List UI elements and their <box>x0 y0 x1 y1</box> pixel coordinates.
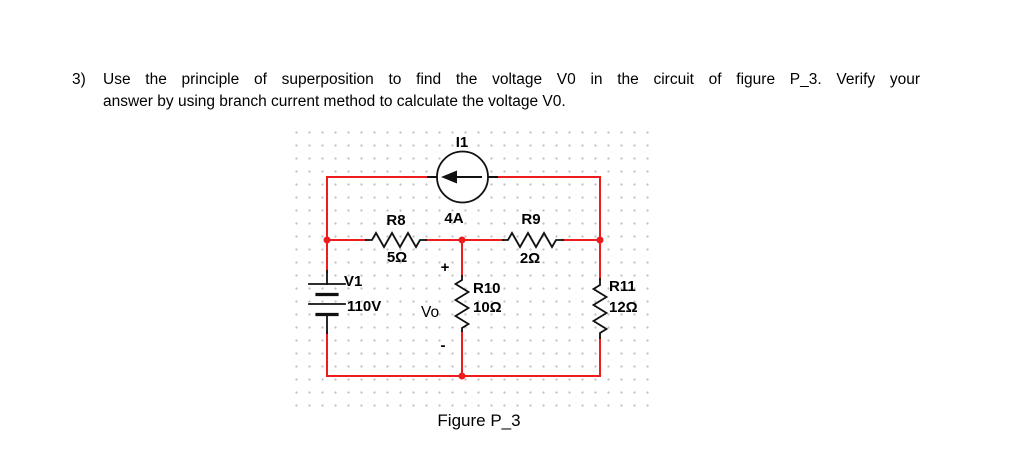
wire-top-left <box>326 176 434 273</box>
component-symbols <box>308 150 609 339</box>
r11-value-label: 12Ω <box>609 299 638 316</box>
problem-number: 3) <box>72 71 86 88</box>
current-source-arrowhead <box>441 170 457 184</box>
r9-value-label: 2Ω <box>520 250 540 267</box>
component-labels: I1 4A R8 5Ω R9 2Ω V1 110V R10 10Ω R11 12… <box>344 134 638 354</box>
current-source-value-label: 4A <box>444 210 463 227</box>
r9-name-label: R9 <box>521 211 540 228</box>
v1-name-label: V1 <box>344 273 362 290</box>
node-bottom <box>458 372 466 380</box>
problem-statement: 3) Use the principle of superposition to… <box>72 69 920 113</box>
current-source-name-label: I1 <box>456 134 469 151</box>
vo-plus-sign: + <box>441 259 450 276</box>
figure-caption: Figure P_3 <box>437 411 521 430</box>
node-center <box>458 236 466 244</box>
problem-text-line2: answer by using branch current method to… <box>103 93 566 110</box>
vo-label: Vo <box>421 304 439 321</box>
v1-value-label: 110V <box>347 298 381 315</box>
problem-text-line1: Use the principle of superposition to fi… <box>103 71 920 88</box>
node-right <box>596 236 604 244</box>
r10-name-label: R10 <box>473 280 501 297</box>
resistor-r10-symbol <box>453 275 471 332</box>
wire-top-right <box>491 176 601 280</box>
resistor-r9-symbol <box>502 231 564 249</box>
problem-text: Use the principle of superposition to fi… <box>103 69 920 113</box>
r8-value-label: 5Ω <box>387 249 407 266</box>
battery-symbol <box>308 270 346 334</box>
wire-bottom-loop <box>326 331 601 377</box>
node-dots <box>323 236 604 380</box>
r11-name-label: R11 <box>609 278 636 295</box>
r10-value-label: 10Ω <box>473 299 502 316</box>
r8-name-label: R8 <box>386 212 405 229</box>
node-left <box>323 236 331 244</box>
wires <box>326 176 601 377</box>
vo-minus-sign: - <box>441 337 446 354</box>
current-source-symbol <box>427 150 498 204</box>
resistor-r8-symbol <box>365 231 427 249</box>
resistor-r11-symbol <box>591 278 609 339</box>
